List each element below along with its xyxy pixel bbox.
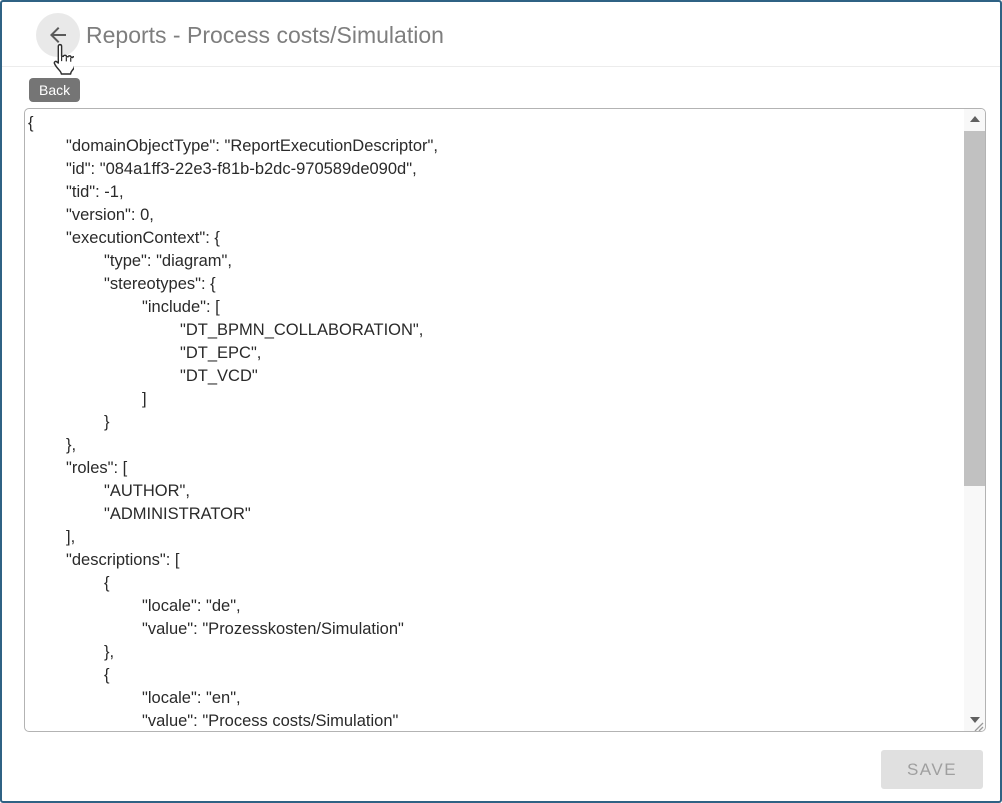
triangle-up-icon <box>969 116 980 122</box>
arrow-left-icon <box>46 23 70 47</box>
save-button[interactable]: SAVE <box>881 750 983 789</box>
scrollbar-thumb[interactable] <box>964 131 985 486</box>
triangle-down-icon <box>969 717 980 723</box>
resize-grip-icon[interactable] <box>973 719 984 731</box>
scroll-up-button[interactable] <box>964 109 985 129</box>
scroll-down-button[interactable] <box>964 711 985 729</box>
report-json-editor: { "domainObjectType": "ReportExecutionDe… <box>24 108 986 732</box>
back-button[interactable] <box>36 13 80 57</box>
header-divider <box>2 66 1000 67</box>
back-tooltip-label: Back <box>39 82 71 98</box>
vertical-scrollbar[interactable] <box>964 109 985 731</box>
report-json-textarea[interactable]: { "domainObjectType": "ReportExecutionDe… <box>28 114 438 730</box>
back-tooltip: Back <box>29 78 81 102</box>
page-title: Reports - Process costs/Simulation <box>86 22 444 48</box>
